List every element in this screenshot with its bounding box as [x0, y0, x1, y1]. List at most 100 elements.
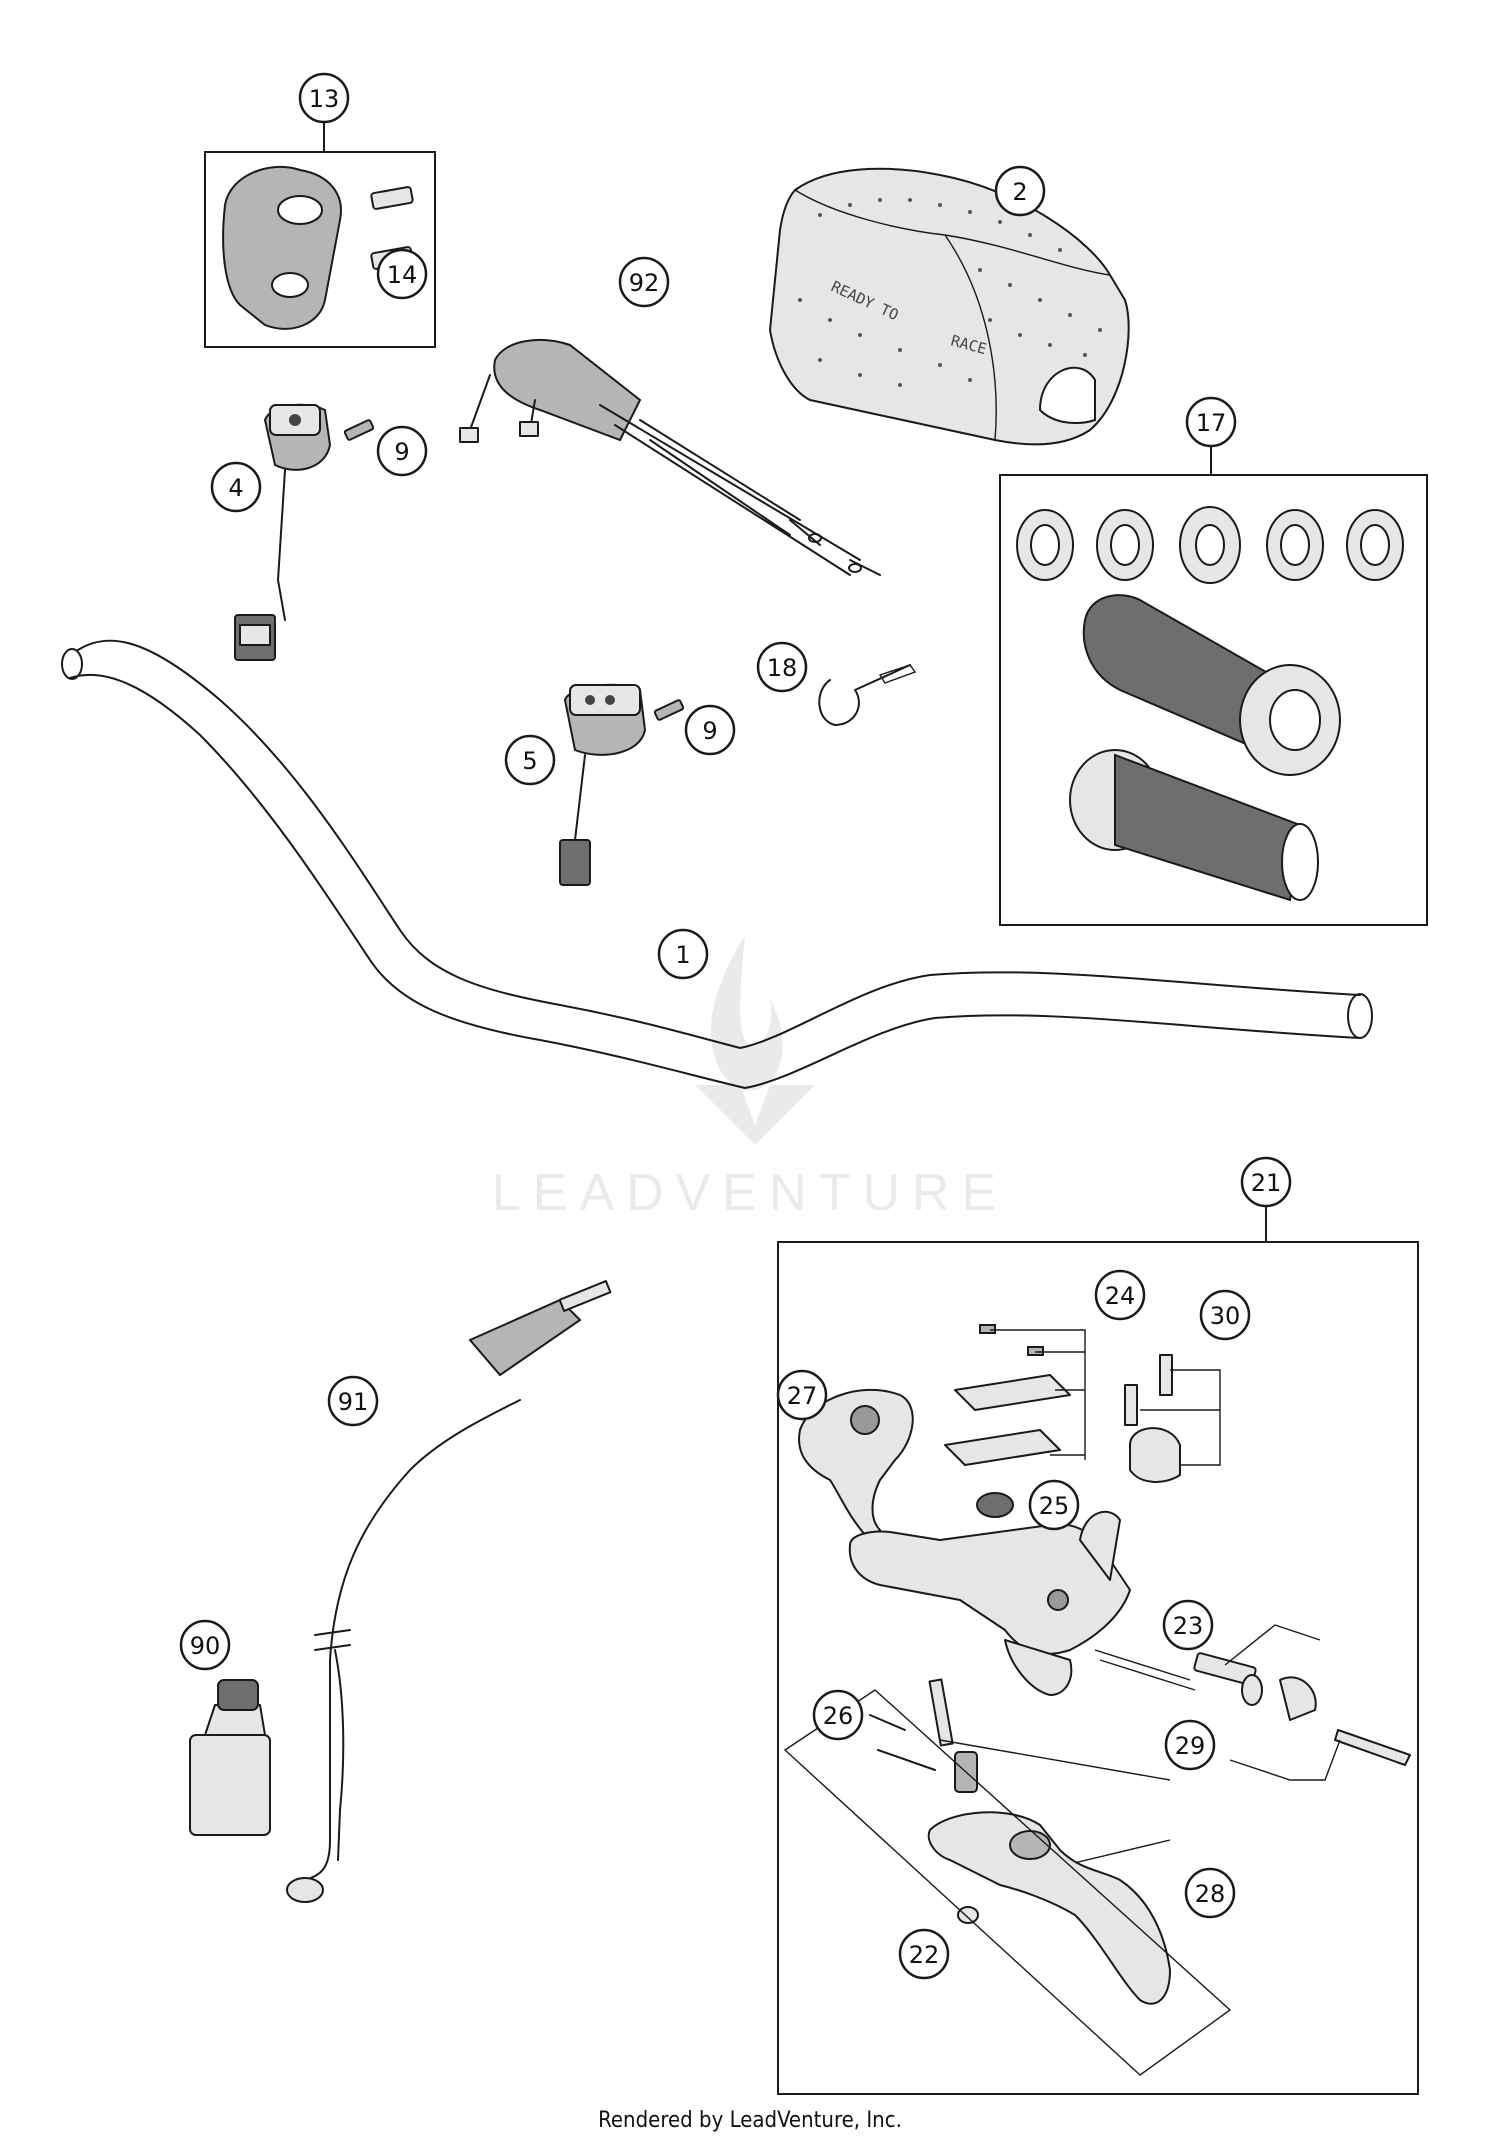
part-2-handlebar-pad: READY TO RACE	[769, 167, 1130, 446]
callout-label: 21	[1251, 1169, 1282, 1197]
part-1-handlebar	[61, 639, 1373, 1089]
callout-circle	[1240, 1156, 1292, 1208]
watermark-chevron-icon	[695, 1085, 815, 1145]
group-17-box	[999, 474, 1428, 926]
callout-circle	[684, 704, 736, 756]
callout-label: 24	[1105, 1282, 1136, 1310]
part-24-reservoir-cover	[944, 1324, 1086, 1466]
part-17-grip-set	[1016, 506, 1404, 902]
part-18-cable-tie	[818, 664, 917, 726]
callout-layer: 13 14 2 92 9 4 17 18 9 5 1 21 24 30 27 91 25 23 90 29 26 28 22	[179, 72, 1292, 1980]
callout-label: 30	[1210, 1302, 1241, 1330]
callout-label: 92	[629, 269, 660, 297]
callout-label: 5	[522, 747, 537, 775]
callout-circle	[327, 1375, 379, 1427]
callout-circle	[179, 1619, 231, 1671]
callout-circle	[812, 1689, 864, 1741]
callout-label: 2	[1012, 178, 1027, 206]
callout-label: 17	[1196, 409, 1227, 437]
part-26-lever-pivot-spring	[869, 1678, 978, 1793]
callout-circle	[657, 928, 709, 980]
callout-circle	[1184, 1867, 1236, 1919]
callout-circle	[1199, 1289, 1251, 1341]
callout-90[interactable]: 90	[179, 1619, 231, 1671]
callout-4[interactable]: 4	[210, 461, 262, 513]
part-5-right-switch	[559, 683, 647, 886]
grip-cams	[1016, 506, 1404, 584]
part-22-brake-lever	[927, 1811, 1171, 2005]
callout-label: 14	[387, 261, 418, 289]
clutch-grip	[1069, 749, 1319, 902]
callout-13[interactable]: 13	[298, 72, 350, 124]
part-27-lever-guard	[798, 1388, 914, 1541]
callout-27[interactable]: 27	[776, 1369, 828, 1421]
throttle-grip	[1082, 594, 1341, 776]
callout-14[interactable]: 14	[376, 248, 428, 300]
callout-91[interactable]: 91	[327, 1375, 379, 1427]
callout-circle	[756, 641, 808, 693]
callout-17[interactable]: 17	[1185, 396, 1237, 448]
callout-circle	[1162, 1599, 1214, 1651]
part-4-left-switch	[234, 403, 332, 661]
callout-label: 13	[309, 85, 340, 113]
master-cylinder-body	[848, 1510, 1131, 1696]
callout-22[interactable]: 22	[898, 1928, 950, 1980]
callout-label: 25	[1039, 1492, 1070, 1520]
part-9-screw-b	[653, 699, 685, 721]
part-29-boot-rod	[1229, 1674, 1411, 1781]
callout-label: 18	[767, 654, 798, 682]
part-25-diaphragm	[976, 1492, 1014, 1518]
callout-circle	[210, 461, 262, 513]
callout-9a[interactable]: 9	[376, 425, 428, 477]
part-30-clamp-bolts	[1124, 1354, 1221, 1483]
callout-circle	[898, 1928, 950, 1980]
callout-circle	[1094, 1269, 1146, 1321]
leadventure-watermark: LEADVENTURE	[492, 935, 1008, 1222]
callout-26[interactable]: 26	[812, 1689, 864, 1741]
callout-label: 90	[190, 1632, 221, 1660]
callout-circle	[504, 734, 556, 786]
callout-24[interactable]: 24	[1094, 1269, 1146, 1321]
part-90-brake-fluid	[189, 1679, 271, 1836]
callout-1[interactable]: 1	[657, 928, 709, 980]
part-91-brake-line	[286, 1280, 612, 1903]
callout-5[interactable]: 5	[504, 734, 556, 786]
watermark-flame-icon	[710, 935, 783, 1091]
footer-credit: Rendered by LeadVenture, Inc.	[598, 2108, 902, 2133]
callout-9b[interactable]: 9	[684, 704, 736, 756]
part-92-throttle-assembly	[459, 339, 881, 576]
callout-30[interactable]: 30	[1199, 1289, 1251, 1341]
watermark-text: LEADVENTURE	[492, 1164, 1008, 1222]
group-13-box	[204, 151, 436, 348]
callout-label: 9	[394, 438, 409, 466]
callout-label: 26	[823, 1702, 854, 1730]
callout-circle	[776, 1369, 828, 1421]
callout-21[interactable]: 21	[1240, 1156, 1292, 1208]
callout-circle	[994, 165, 1046, 217]
callout-25[interactable]: 25	[1028, 1479, 1080, 1531]
callout-label: 27	[787, 1382, 818, 1410]
callout-label: 9	[702, 717, 717, 745]
callout-2[interactable]: 2	[994, 165, 1046, 217]
callout-circle	[1185, 396, 1237, 448]
callout-circle	[298, 72, 350, 124]
callout-29[interactable]: 29	[1164, 1719, 1216, 1771]
callout-circle	[618, 256, 670, 308]
callout-28[interactable]: 28	[1184, 1867, 1236, 1919]
callout-23[interactable]: 23	[1162, 1599, 1214, 1651]
callout-circle	[376, 248, 428, 300]
callout-circle	[1028, 1479, 1080, 1531]
callout-label: 28	[1195, 1880, 1226, 1908]
callout-18[interactable]: 18	[756, 641, 808, 693]
callout-label: 4	[228, 474, 243, 502]
part-9-screw-a	[343, 419, 375, 441]
group-21-box	[777, 1241, 1419, 2095]
callout-label: 22	[909, 1941, 940, 1969]
callout-label: 29	[1175, 1732, 1206, 1760]
callout-circle	[376, 425, 428, 477]
callout-92[interactable]: 92	[618, 256, 670, 308]
callout-label: 91	[338, 1388, 369, 1416]
callout-label: 23	[1173, 1612, 1204, 1640]
callout-circle	[1164, 1719, 1216, 1771]
